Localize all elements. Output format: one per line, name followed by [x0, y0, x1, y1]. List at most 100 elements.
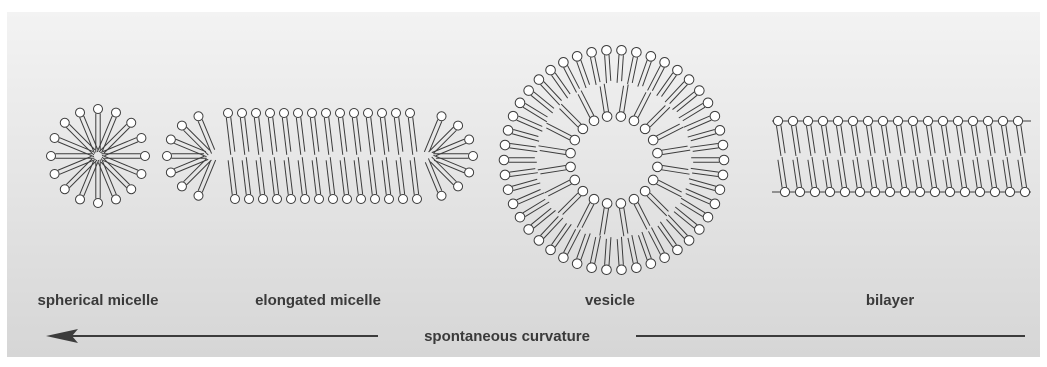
lipid-head — [166, 135, 175, 144]
lipid-head — [715, 126, 725, 136]
lipid-head — [773, 116, 782, 125]
lipid-head — [648, 175, 658, 185]
spherical-micelle-label: spherical micelle — [38, 292, 159, 309]
lipid-head — [294, 109, 303, 118]
lipid-head — [653, 162, 663, 172]
lipid-head — [273, 195, 282, 204]
lipid-head — [308, 109, 317, 118]
lipid-head — [648, 135, 658, 145]
lipid-head — [930, 187, 939, 196]
lipid-head — [343, 195, 352, 204]
lipid-head — [632, 48, 642, 58]
lipid-head — [840, 187, 849, 196]
lipid-head — [60, 185, 69, 194]
lipid-head — [602, 265, 612, 275]
lipid-head — [137, 169, 146, 178]
lipid-head — [646, 259, 656, 269]
lipid-head — [469, 152, 478, 161]
lipid-head — [406, 109, 415, 118]
lipid-head — [945, 187, 954, 196]
lipid-head — [500, 170, 510, 180]
lipid-head — [968, 116, 977, 125]
lipid-head — [938, 116, 947, 125]
lipid-head — [602, 112, 612, 122]
lipid-head — [559, 58, 569, 68]
lipid-head — [660, 253, 670, 263]
lipid-head — [508, 199, 518, 209]
lipid-head — [378, 109, 387, 118]
lipid-head — [788, 116, 797, 125]
lipid-head — [336, 109, 345, 118]
bilayer-label: bilayer — [866, 292, 915, 309]
lipid-head — [515, 98, 525, 108]
lipid-head — [60, 118, 69, 127]
lipid-head — [177, 121, 186, 130]
lipid-head — [224, 109, 233, 118]
lipid-head — [825, 187, 834, 196]
lipid-head — [166, 168, 175, 177]
lipid-head — [863, 116, 872, 125]
lipid-head — [503, 126, 513, 136]
lipid-head — [1020, 187, 1029, 196]
lipid-head — [534, 236, 544, 246]
lipid-head — [602, 45, 612, 55]
lipid-head — [534, 75, 544, 85]
lipid-head — [818, 116, 827, 125]
lipid-head — [301, 195, 310, 204]
axis-label: spontaneous curvature — [424, 328, 590, 345]
lipid-head — [960, 187, 969, 196]
lipid-head — [127, 118, 136, 127]
lipid-head — [392, 109, 401, 118]
lipid-head — [350, 109, 359, 118]
lipid-head — [684, 75, 694, 85]
vesicle-label: vesicle — [585, 292, 635, 309]
lipid-head — [780, 187, 789, 196]
lipid-head — [508, 111, 518, 121]
lipid-head — [703, 212, 713, 222]
lipid-head — [795, 187, 804, 196]
lipid-head — [259, 195, 268, 204]
lipid-head — [399, 195, 408, 204]
lipid-head — [719, 155, 729, 165]
lipid-head — [385, 195, 394, 204]
lipid-head — [111, 195, 120, 204]
lipid-head — [710, 199, 720, 209]
lipid-head — [718, 140, 728, 150]
lipid-head — [616, 199, 626, 209]
lipid-head — [915, 187, 924, 196]
lipid-head — [673, 65, 683, 75]
lipid-head — [983, 116, 992, 125]
lipid-head — [515, 212, 525, 222]
lipid-head — [653, 148, 663, 158]
lipid-head — [524, 86, 534, 96]
lipid-head — [710, 111, 720, 121]
lipid-head — [589, 194, 599, 204]
lipid-head — [266, 109, 275, 118]
lipid-head — [437, 112, 446, 121]
lipid-head — [953, 116, 962, 125]
lipid-head — [194, 191, 203, 200]
lipid-head — [194, 112, 203, 121]
lipid-head — [718, 170, 728, 180]
lipid-head — [454, 182, 463, 191]
lipid-head — [640, 186, 650, 196]
lipid-head — [127, 185, 136, 194]
lipid-head — [559, 253, 569, 263]
lipid-head — [413, 195, 422, 204]
lipid-head — [900, 187, 909, 196]
lipid-head — [660, 58, 670, 68]
lipid-head — [94, 199, 103, 208]
lipid-head — [238, 109, 247, 118]
lipid-head — [587, 48, 597, 58]
lipid-head — [503, 185, 513, 195]
lipid-head — [855, 187, 864, 196]
lipid-head — [640, 124, 650, 134]
lipid-head — [632, 263, 642, 273]
lipid-head — [572, 259, 582, 269]
lipid-head — [587, 263, 597, 273]
lipid-head — [137, 134, 146, 143]
lipid-head — [163, 152, 172, 161]
lipid-head — [695, 225, 705, 235]
